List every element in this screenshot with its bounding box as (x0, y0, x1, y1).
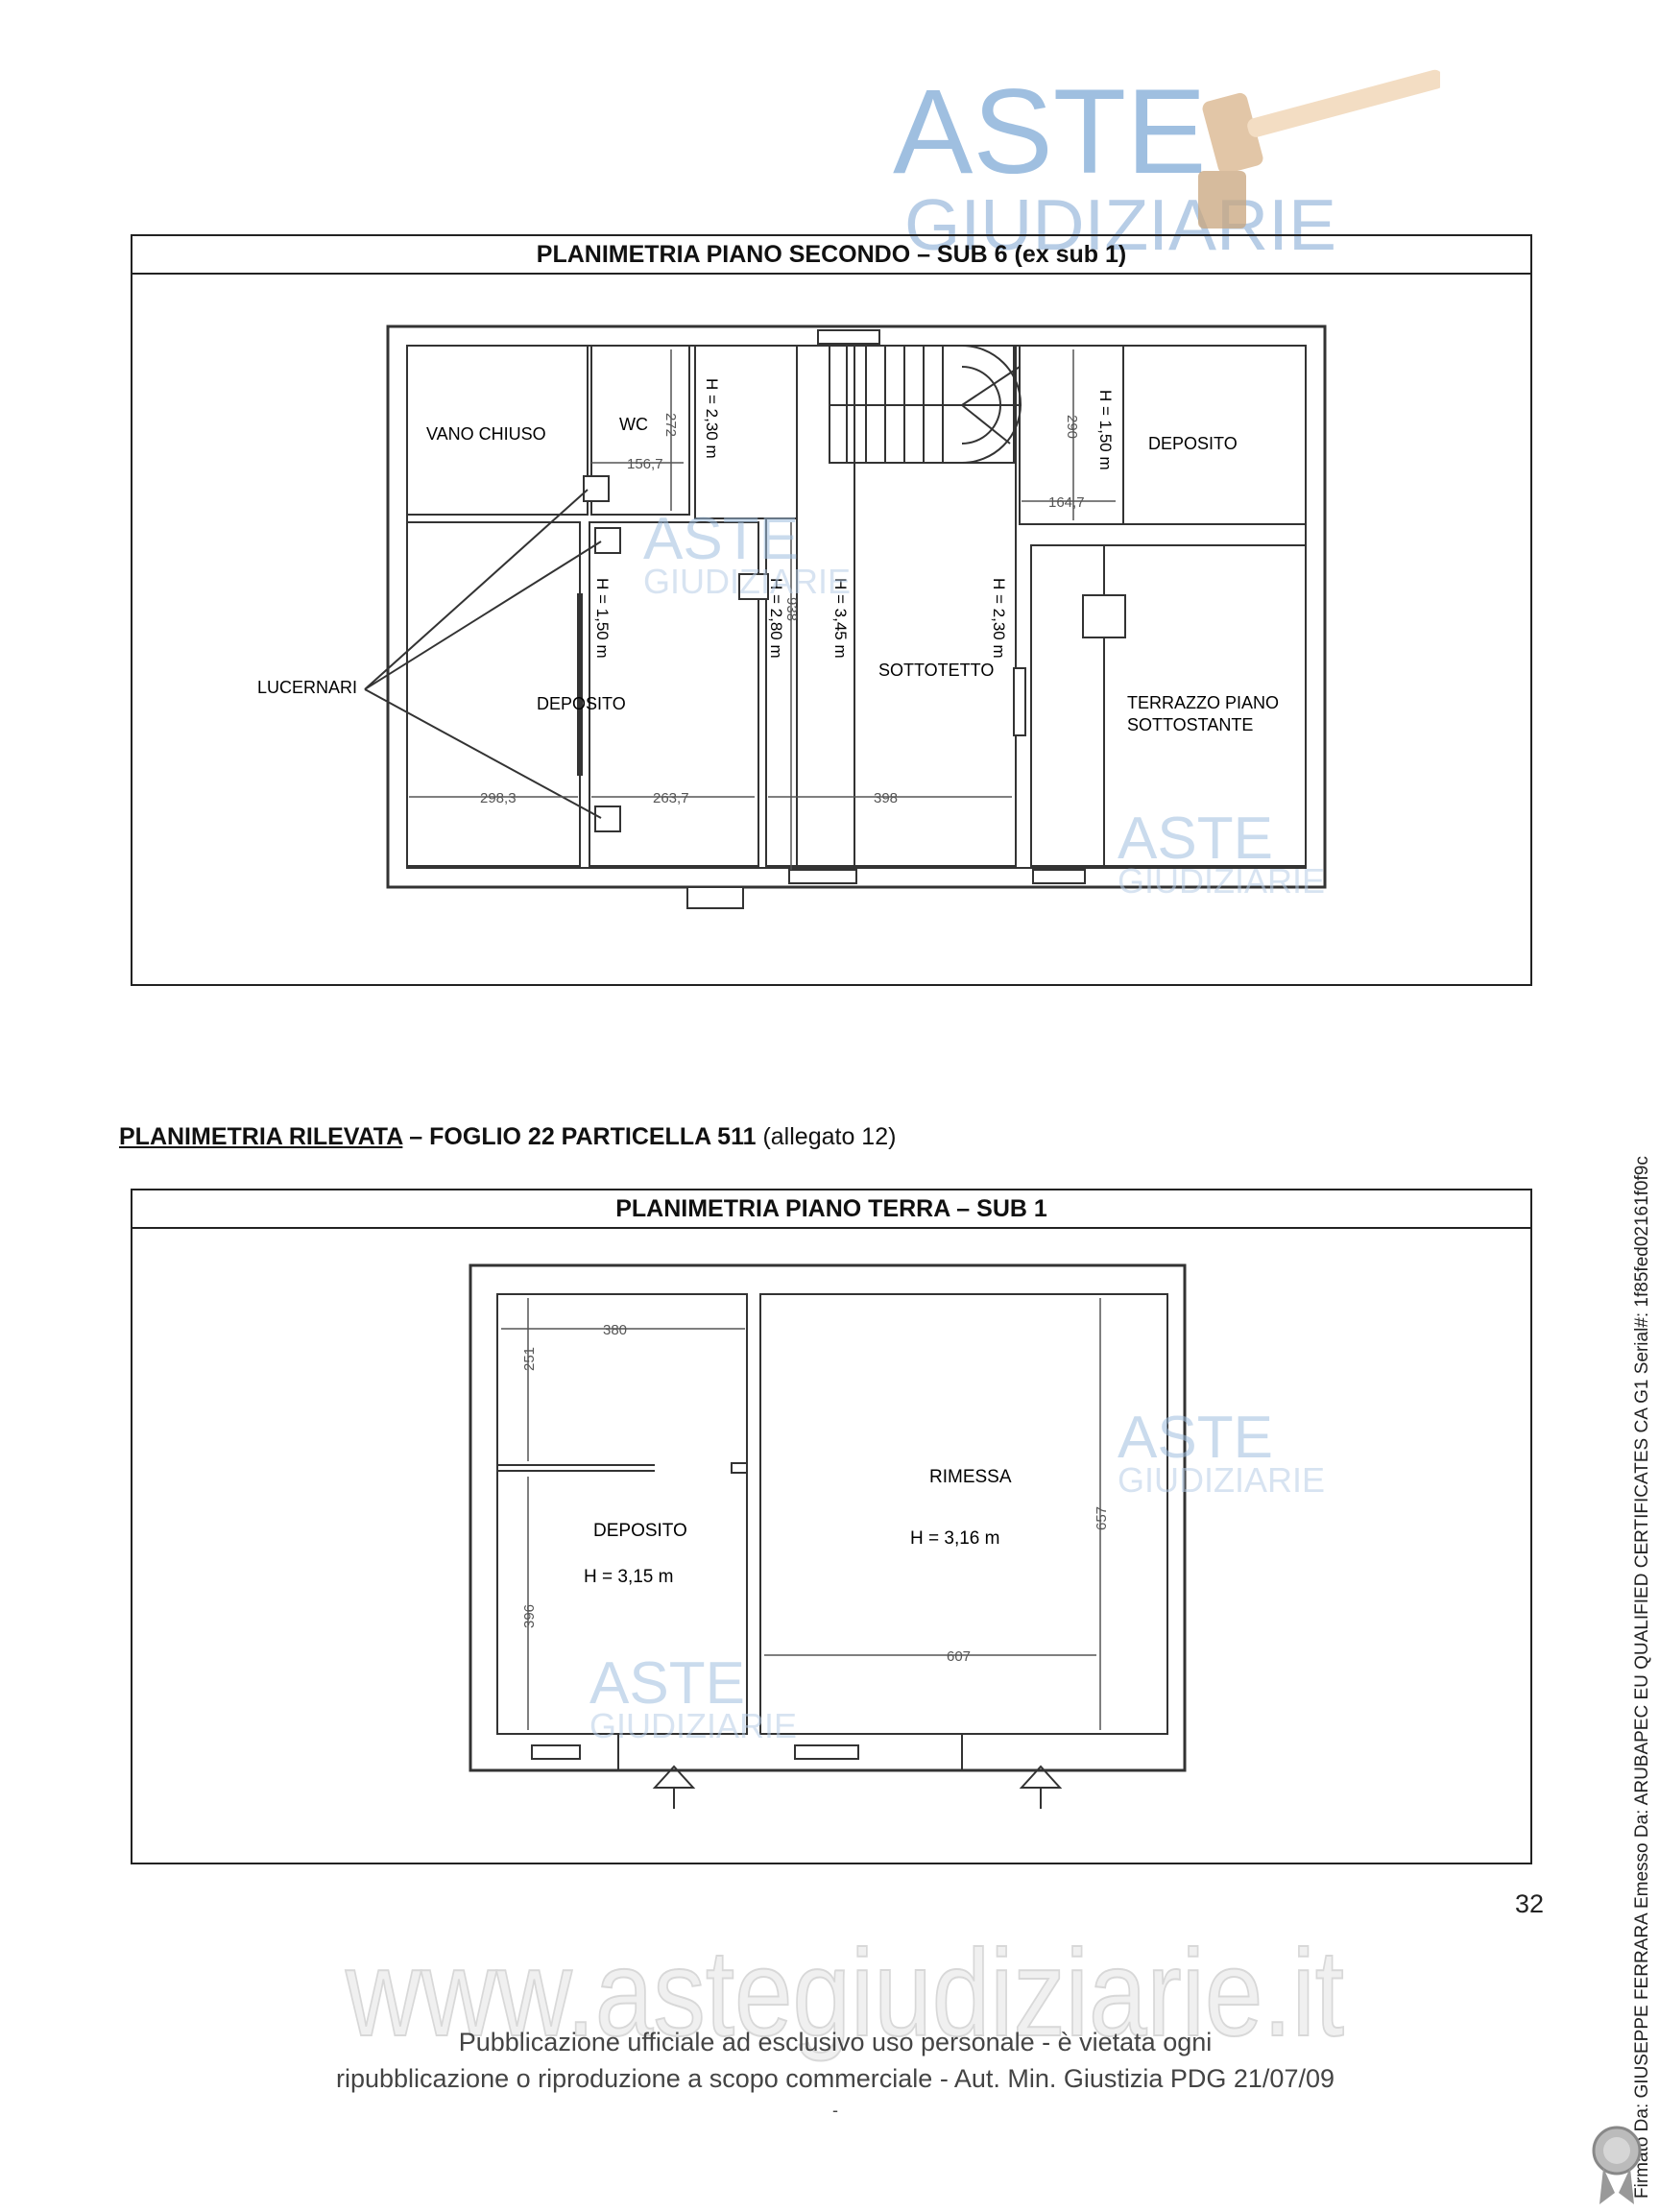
plan-title-piano-secondo: PLANIMETRIA PIANO SECONDO – SUB 6 (ex su… (132, 236, 1530, 275)
watermark-inner: ASTE GIUDIZIARIE ASTE GIUDIZIARIE (589, 1405, 1325, 1745)
svg-text:ASTE: ASTE (643, 506, 799, 572)
room-label-sottotetto: SOTTOTETTO (878, 661, 994, 680)
gavel-icon (1198, 69, 1440, 228)
page-number: 32 (1515, 1889, 1545, 1918)
room-label-rimessa: RIMESSA (929, 1467, 1012, 1487)
room-label-wc: WC (619, 415, 648, 434)
svg-text:GIUDIZIARIE: GIUDIZIARIE (643, 562, 851, 601)
svg-text:GIUDIZIARIE: GIUDIZIARIE (1118, 861, 1325, 901)
skylight (583, 475, 610, 502)
plan-frame-piano-terra: PLANIMETRIA PIANO TERRA – SUB 1 DEPOSITO… (131, 1189, 1532, 1864)
height-label: H = 3,45 m (831, 578, 850, 659)
dimension-label: 607 (947, 1648, 971, 1665)
floor-plan-piano-terra: DEPOSITO H = 3,15 m RIMESSA H = 3,16 m 3… (469, 1263, 1325, 1809)
footer-line-2: ripubblicazione o riproduzione a scopo c… (335, 2064, 1334, 2093)
dimension-label: 164,7 (1048, 494, 1085, 511)
svg-text:ASTE: ASTE (589, 1650, 745, 1717)
svg-text:GIUDIZIARIE: GIUDIZIARIE (589, 1706, 797, 1745)
dimension-label: 156,7 (627, 456, 663, 472)
svg-text:GIUDIZIARIE: GIUDIZIARIE (1118, 1460, 1325, 1500)
svg-text:ASTE: ASTE (1118, 805, 1273, 872)
watermark-aste-text: ASTE (893, 67, 1206, 199)
dimension-label: 251 (521, 1347, 538, 1371)
aste-giudiziarie-logo-top: ASTE GIUDIZIARIE (893, 67, 1440, 259)
digital-signature-text: Firmato Da: GIUSEPPE FERRARA Emesso Da: … (1632, 1156, 1652, 2199)
footer-line-1: Pubblicazione ufficiale ad esclusivo uso… (458, 2028, 1213, 2056)
height-label: H = 2,80 m (767, 578, 785, 659)
room-label-vano-chiuso: VANO CHIUSO (426, 424, 546, 444)
svg-text:www.astegiudiziarie.it: www.astegiudiziarie.it (345, 1930, 1344, 2062)
plan-title-piano-terra: PLANIMETRIA PIANO TERRA – SUB 1 (132, 1190, 1530, 1229)
staircase (829, 345, 1022, 464)
height-label: H = 2,30 m (703, 378, 721, 459)
dimension-label: 396 (521, 1604, 538, 1628)
heading-bold: – FOGLIO 22 PARTICELLA 511 (402, 1123, 763, 1150)
floor-plan-piano-secondo: VANO CHIUSO WC DEPOSITO DEPOSITO SOTTOTE… (257, 325, 1327, 909)
heading-normal: (allegato 12) (762, 1123, 897, 1150)
room-label-deposito: DEPOSITO (537, 694, 626, 713)
height-label: H = 3,16 m (910, 1528, 999, 1549)
footer-dash: - (832, 2101, 838, 2120)
height-label: H = 1,50 m (1096, 390, 1115, 470)
heading-underlined: PLANIMETRIA RILEVATA (119, 1123, 403, 1150)
plan-frame-piano-secondo: PLANIMETRIA PIANO SECONDO – SUB 6 (ex su… (131, 234, 1532, 986)
height-label: H = 1,50 m (593, 578, 612, 659)
skylight (594, 805, 621, 832)
label-lucernari: LUCERNARI (257, 678, 357, 697)
watermark-inner: ASTE GIUDIZIARIE ASTE GIUDIZIARIE (643, 506, 1325, 901)
height-label: H = 3,15 m (584, 1567, 673, 1587)
room-label-deposito: DEPOSITO (1148, 434, 1238, 453)
svg-text:ASTE: ASTE (1118, 1405, 1273, 1471)
section-heading-planimetria-rilevata: PLANIMETRIA RILEVATA – FOGLIO 22 PARTICE… (119, 1123, 896, 1151)
dimension-label: 263,7 (653, 790, 689, 806)
dimension-label: 272 (662, 413, 679, 437)
height-label: H = 2,30 m (990, 578, 1008, 659)
watermark-url: www.astegiudiziarie.it (344, 1930, 1345, 2063)
dimension-label: 290 (1064, 415, 1080, 439)
dimension-label: 398 (874, 790, 898, 806)
room-label-terrazzo: TERRAZZO PIANO (1127, 693, 1279, 712)
room-label-deposito: DEPOSITO (593, 1521, 687, 1541)
dimension-label: 298,3 (480, 790, 517, 806)
entrance-arrow-icon (652, 1765, 1063, 1809)
dimension-label: 938 (783, 597, 800, 621)
watermark-giudiziarie-text: GIUDIZIARIE (904, 184, 1336, 259)
skylight (594, 527, 621, 554)
dimension-label: 657 (1094, 1506, 1110, 1530)
room-label-terrazzo: SOTTOSTANTE (1127, 715, 1253, 734)
dimension-label: 380 (603, 1322, 627, 1338)
seal-icon (1592, 2126, 1642, 2204)
